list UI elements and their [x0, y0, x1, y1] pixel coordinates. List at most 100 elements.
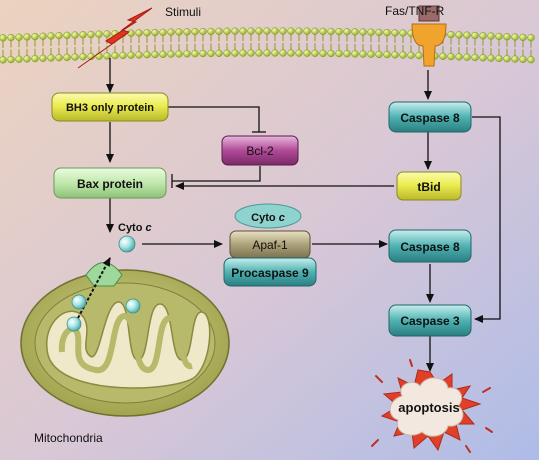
lipid-head	[335, 27, 343, 36]
lipid-head	[503, 55, 511, 63]
lipid-head	[47, 32, 55, 40]
lipid-head	[351, 50, 359, 58]
lipid-head	[519, 33, 527, 41]
bh3-protein-box: BH3 only protein	[51, 92, 169, 122]
lipid-head	[487, 54, 495, 62]
lipid-head	[15, 33, 23, 41]
lipid-head	[311, 49, 319, 57]
lipid-head	[143, 29, 151, 37]
lipid-head	[287, 49, 295, 57]
lipid-head	[175, 28, 183, 36]
mitochondrion-icon	[20, 257, 230, 417]
lipid-head	[279, 49, 287, 57]
lipid-head	[95, 52, 103, 60]
lipid-head	[511, 55, 519, 63]
lipid-head	[31, 32, 39, 41]
caspase3-label: Caspase 3	[400, 314, 460, 328]
lipid-head	[479, 54, 487, 62]
lipid-head	[0, 56, 7, 64]
lipid-head	[127, 51, 135, 59]
cyto-c-ellipse	[234, 203, 302, 229]
lipid-head	[247, 49, 255, 57]
lipid-head	[383, 28, 391, 37]
lipid-head	[199, 27, 207, 36]
lipid-head	[231, 27, 239, 35]
lipid-head	[215, 27, 223, 35]
lipid-head	[303, 27, 311, 35]
lipid-head	[7, 33, 15, 42]
lipid-head	[511, 33, 519, 41]
lipid-head	[183, 28, 191, 36]
lipid-head	[391, 51, 399, 59]
lipid-head	[239, 27, 247, 35]
release-arrow	[77, 257, 111, 319]
caspase8-top-label: Caspase 8	[400, 111, 460, 125]
lipid-head	[159, 50, 167, 58]
lipid-head	[39, 54, 47, 62]
bh3-label: BH3 only protein	[66, 102, 154, 114]
bax-protein-box: Bax protein	[53, 167, 167, 199]
lipid-head	[367, 28, 375, 36]
lipid-head	[375, 50, 383, 59]
lipid-head	[55, 31, 63, 40]
lipid-head	[311, 27, 319, 35]
apoptosis-burst-icon: apoptosis	[371, 359, 493, 453]
lipid-head	[407, 51, 415, 59]
lightning-bolt-icon	[77, 7, 153, 69]
apaf-label: Apaf-1	[252, 238, 288, 252]
lipid-head	[479, 32, 487, 40]
lipid-head	[487, 32, 495, 40]
channel-icon	[85, 262, 123, 287]
lipid-head	[527, 56, 535, 64]
lipid-head	[399, 51, 407, 59]
lipid-head	[71, 31, 79, 39]
lipid-head	[23, 55, 31, 63]
lipid-head	[143, 51, 151, 59]
lipid-head	[527, 34, 535, 42]
lipid-head	[463, 31, 471, 39]
lipid-head	[255, 27, 263, 35]
lipid-head	[223, 49, 231, 57]
lipid-head	[463, 53, 471, 61]
lipid-head	[167, 28, 175, 36]
tbid-box: tBid	[396, 171, 462, 201]
lipid-head	[447, 52, 455, 61]
bax-label: Bax protein	[77, 177, 143, 191]
lipid-head	[207, 27, 215, 36]
procaspase9-label: Procaspase 9	[231, 266, 309, 280]
lipid-head	[63, 53, 71, 61]
lipid-head	[103, 52, 111, 60]
lipid-head	[175, 50, 183, 58]
cyto-c-italic: c	[146, 222, 152, 234]
apoptosis-label: apoptosis	[398, 400, 459, 415]
caspase3-box: Caspase 3	[388, 304, 472, 337]
connector-lines	[106, 58, 501, 372]
lipid-head	[255, 49, 263, 57]
lipid-head	[0, 34, 7, 42]
lipid-head	[295, 49, 303, 57]
cyto-c-complex-label: Cyto c	[251, 212, 285, 224]
lipid-head	[119, 51, 127, 60]
lipid-head	[39, 32, 47, 40]
lipid-head	[95, 30, 103, 38]
lipid-head	[79, 31, 87, 39]
lipid-head	[343, 50, 351, 58]
lipid-head	[199, 49, 207, 58]
lipid-head	[23, 33, 31, 41]
lipid-head	[279, 27, 287, 35]
lipid-head	[439, 52, 447, 60]
lipid-head	[159, 28, 167, 36]
lipid-head	[359, 50, 367, 58]
lipid-head	[271, 27, 279, 35]
lipid-head	[503, 33, 511, 41]
lipid-head	[359, 28, 367, 36]
cytochrome-c-ball	[118, 235, 136, 253]
lipid-head	[183, 50, 191, 58]
cyto-text: Cyto	[118, 222, 143, 234]
lipid-head	[263, 49, 271, 57]
lipid-head	[231, 49, 239, 57]
lipid-head	[127, 29, 135, 37]
lipid-head	[295, 27, 303, 35]
lipid-head	[375, 28, 383, 37]
